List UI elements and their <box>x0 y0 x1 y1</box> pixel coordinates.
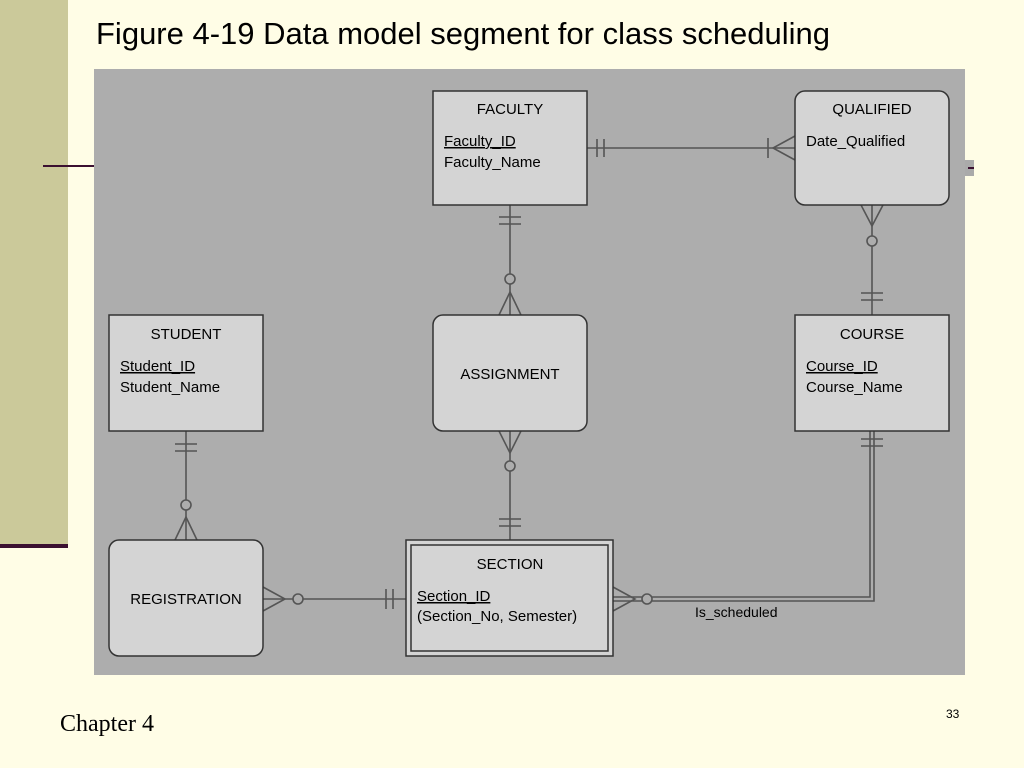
entity-course: COURSE Course_ID Course_Name <box>794 314 950 432</box>
entity-course-name: COURSE <box>840 326 904 343</box>
entity-faculty-pk: Faculty_ID <box>444 133 516 150</box>
entity-course-attr: Course_Name <box>806 379 903 396</box>
decorative-line <box>0 544 68 548</box>
page-number: 33 <box>946 707 960 721</box>
left-accent-bar <box>0 0 68 545</box>
er-diagram: FACULTY Faculty_ID Faculty_Name QUALIFIE… <box>94 69 965 675</box>
entity-faculty-name: FACULTY <box>477 101 543 118</box>
entity-registration: REGISTRATION <box>108 539 264 657</box>
relationship-line-section-course <box>613 431 871 598</box>
entity-course-pk: Course_ID <box>806 358 878 375</box>
entity-section-pk: Section_ID <box>417 588 491 605</box>
entity-assignment: ASSIGNMENT <box>432 314 588 432</box>
entity-faculty-attr: Faculty_Name <box>444 154 541 171</box>
entity-qualified-name: QUALIFIED <box>832 101 911 118</box>
decorative-line <box>968 167 974 169</box>
entity-section: SECTION Section_ID (Section_No, Semester… <box>405 539 614 657</box>
entity-qualified: QUALIFIED Date_Qualified <box>794 90 950 206</box>
relationship-label-is-scheduled: Is_scheduled <box>695 604 778 620</box>
slide-title: Figure 4-19 Data model segment for class… <box>96 16 831 51</box>
decorative-line <box>43 165 95 167</box>
entity-faculty: FACULTY Faculty_ID Faculty_Name <box>432 90 588 206</box>
footer-chapter: Chapter 4 <box>60 711 154 737</box>
entity-student-name: STUDENT <box>151 326 222 343</box>
entity-section-attr: (Section_No, Semester) <box>417 608 577 625</box>
entity-student-attr: Student_Name <box>120 379 220 396</box>
entity-qualified-attr: Date_Qualified <box>806 133 905 150</box>
entity-student: STUDENT Student_ID Student_Name <box>108 314 264 432</box>
entity-section-name: SECTION <box>477 556 544 573</box>
entity-student-pk: Student_ID <box>120 358 195 375</box>
entity-registration-name: REGISTRATION <box>130 591 241 608</box>
entity-assignment-name: ASSIGNMENT <box>460 366 559 383</box>
